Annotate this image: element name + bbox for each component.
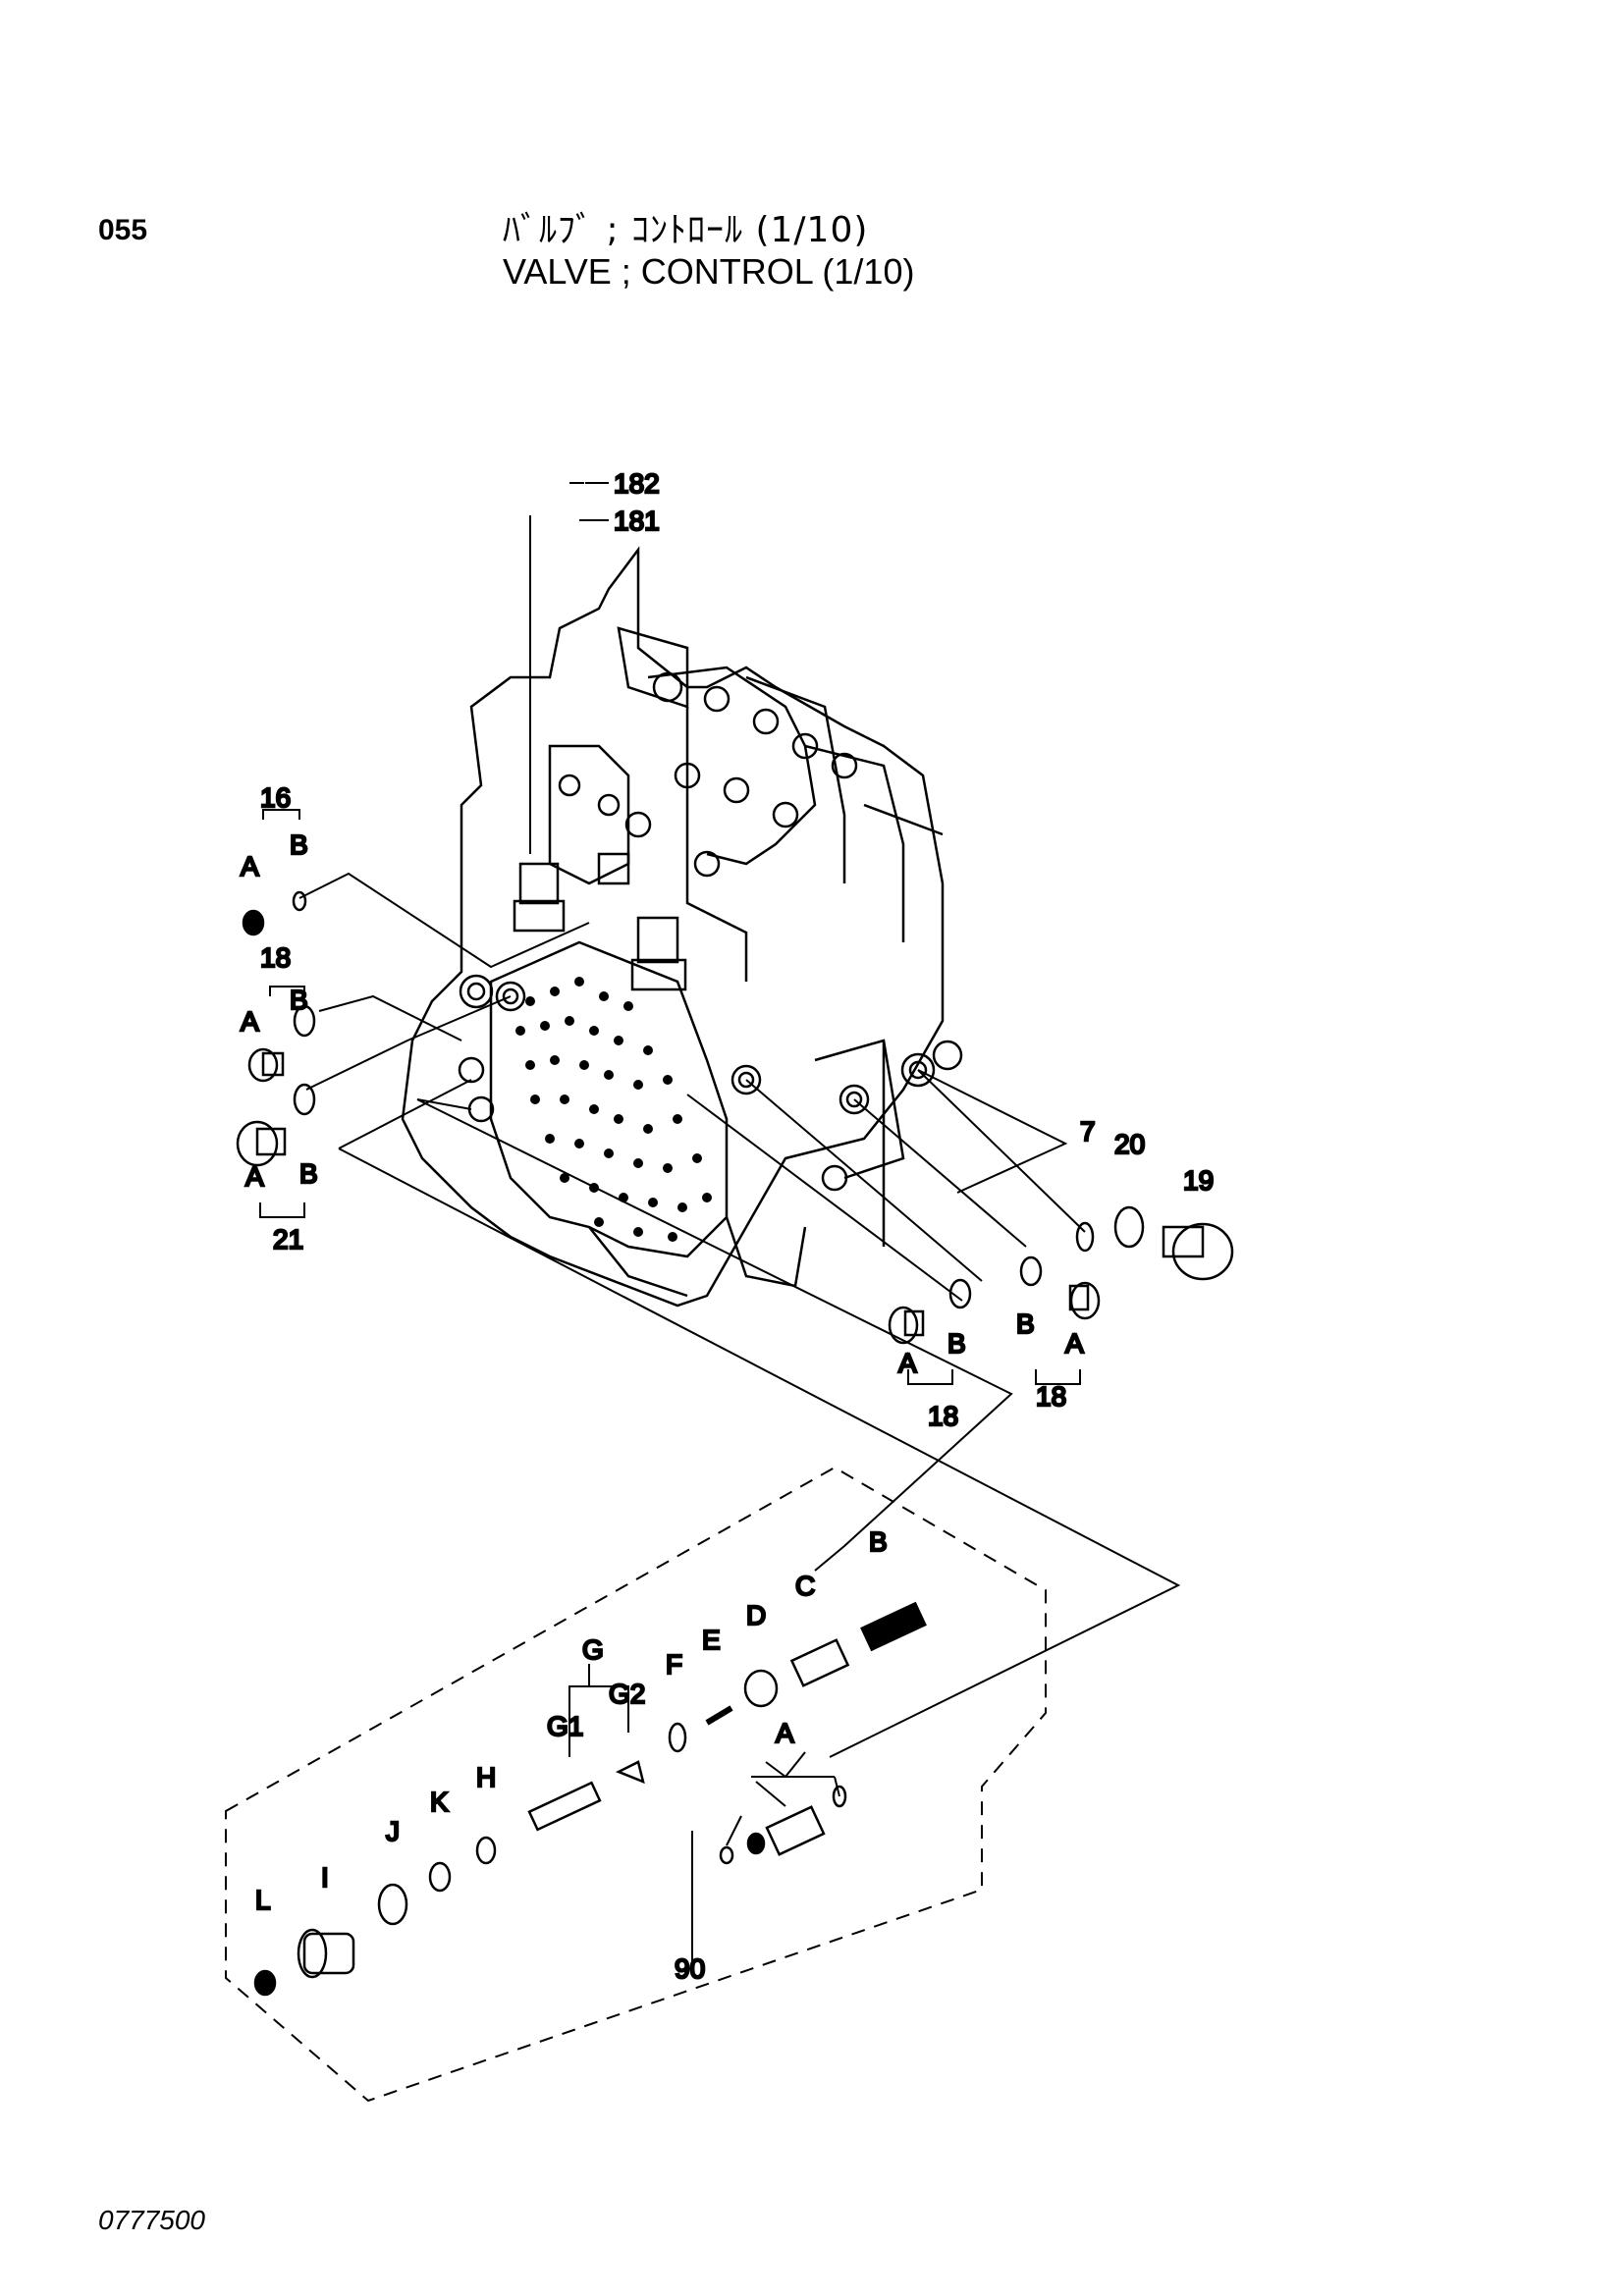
callout-21-A: A — [245, 1161, 264, 1192]
callout-182: 182 — [614, 468, 660, 499]
page-number: 055 — [98, 214, 148, 246]
title-english: VALVE ; CONTROL (1/10) — [503, 251, 915, 292]
callout-90-G: G — [582, 1634, 604, 1665]
callout-18-mid-B: B — [947, 1328, 966, 1359]
callout-18-left: 18 — [260, 942, 291, 973]
callout-181: 181 — [614, 506, 660, 536]
callout-90-A: A — [776, 1718, 794, 1748]
callout-90-H: H — [476, 1762, 496, 1792]
small-parts — [236, 890, 1234, 1997]
callout-90: 90 — [675, 1953, 705, 1984]
callout-18-right: 18 — [1036, 1381, 1066, 1412]
callout-18-right-A: A — [1065, 1328, 1084, 1359]
title-japanese: ﾊﾞﾙﾌﾞ ; ｺﾝﾄﾛｰﾙ (1/10) — [503, 210, 869, 250]
callout-90-G2: G2 — [609, 1679, 645, 1709]
callout-16: 16 — [260, 782, 291, 813]
callout-7: 7 — [1080, 1116, 1096, 1147]
callout-16-B: B — [290, 829, 308, 860]
callout-90-F: F — [666, 1649, 682, 1680]
callout-90-L: L — [255, 1885, 271, 1915]
callout-90-G1: G1 — [547, 1711, 583, 1741]
callout-21-B: B — [299, 1158, 318, 1189]
callout-18-mid-A: A — [898, 1348, 917, 1378]
drawing-code: 0777500 — [98, 2205, 206, 2235]
control-valve-body — [401, 546, 963, 1308]
callout-18-left-A: A — [241, 1006, 259, 1037]
callout-18-mid: 18 — [928, 1401, 958, 1431]
callout-18-right-B: B — [1016, 1308, 1035, 1339]
callout-90-I: I — [321, 1862, 329, 1893]
plate-holes — [515, 977, 712, 1242]
callout-20: 20 — [1114, 1129, 1145, 1159]
callout-labels: 182 181 16 A B 18 A B A B 21 7 20 19 B A… — [240, 467, 1216, 1986]
callout-90-C: C — [795, 1571, 815, 1601]
callout-90-J: J — [386, 1816, 400, 1846]
callout-90-E: E — [702, 1625, 721, 1655]
callout-90-D: D — [746, 1600, 766, 1630]
callout-21: 21 — [273, 1224, 303, 1255]
callout-90-B: B — [869, 1526, 888, 1557]
callout-16-A: A — [241, 851, 259, 881]
leader-lines — [225, 482, 1181, 2103]
callout-90-K: K — [430, 1787, 449, 1817]
callout-18-left-B: B — [290, 985, 308, 1015]
callout-19: 19 — [1183, 1165, 1214, 1196]
